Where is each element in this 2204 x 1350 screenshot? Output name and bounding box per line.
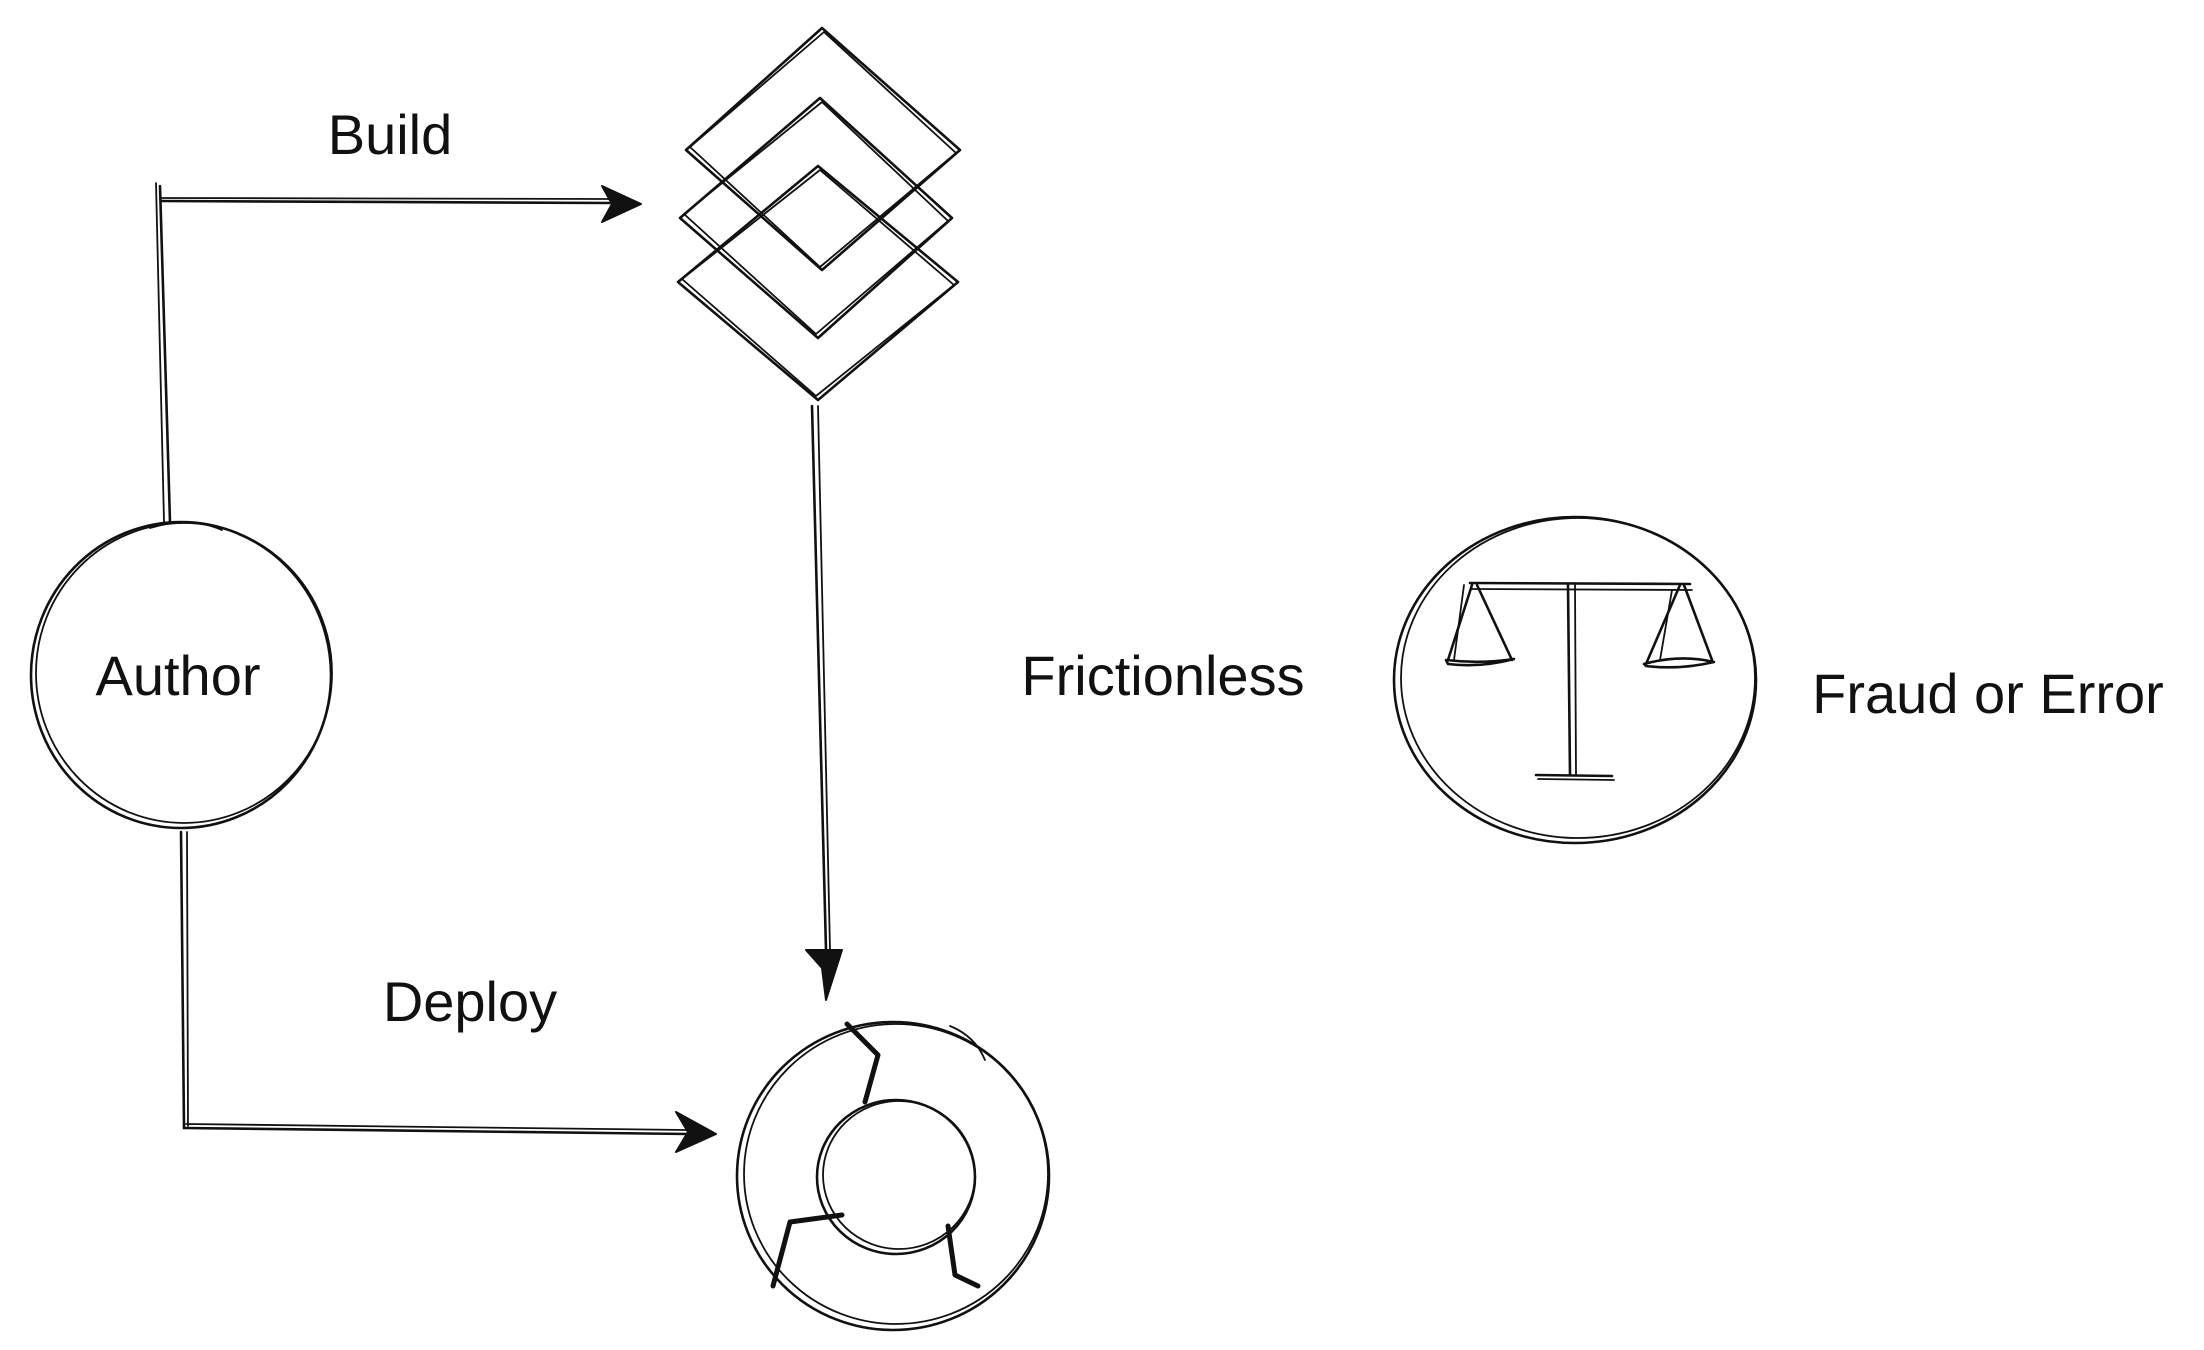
author-label: Author — [96, 644, 261, 707]
build-label: Build — [328, 103, 453, 166]
balance-scale-icon — [1392, 515, 1758, 845]
build-edge: Build — [155, 103, 642, 524]
deploy-edge: Deploy — [179, 830, 717, 1153]
release-arrowhead — [805, 949, 843, 1001]
build-arrowhead — [601, 185, 642, 223]
deploy-arrowhead — [675, 1111, 717, 1153]
stacked-layers-icon — [676, 26, 962, 402]
ring-service-icon — [735, 1020, 1051, 1332]
fraud-or-error-annotation: Fraud or Error — [1812, 662, 2164, 725]
author-node: Author — [29, 520, 333, 830]
deploy-label: Deploy — [383, 970, 557, 1033]
release-edge — [805, 404, 843, 1001]
frictionless-annotation: Frictionless — [1021, 644, 1304, 707]
